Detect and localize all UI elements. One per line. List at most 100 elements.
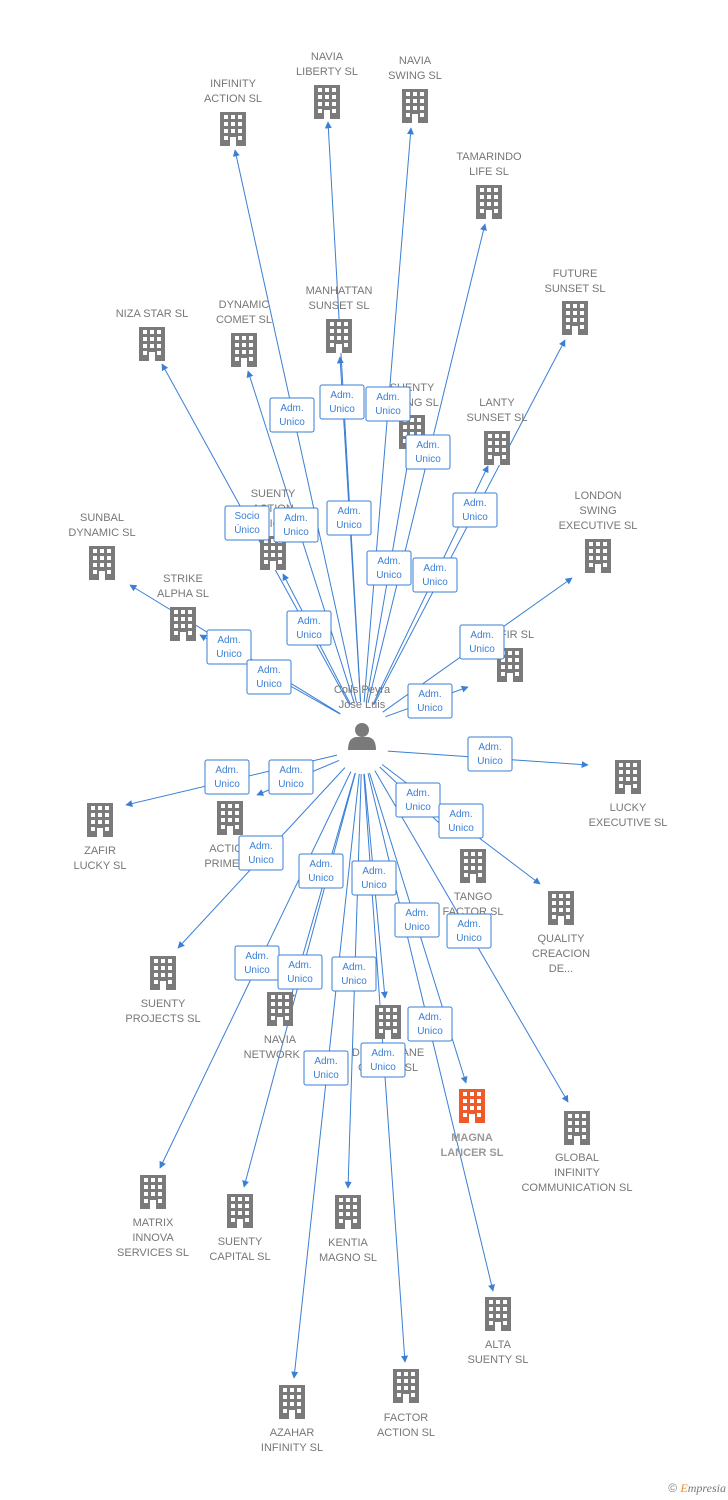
edge-label-delta-plane[interactable]: Adm.Unico — [351, 860, 397, 896]
company-name-line: ACTION SL — [377, 1427, 435, 1439]
company-name-line: NETWORK SL — [244, 1049, 317, 1061]
company-name-line: INNOVA — [132, 1232, 174, 1244]
edge-label-tango-factor[interactable]: Adm.Unico — [395, 782, 441, 818]
edge-label-text: Adm. — [337, 506, 360, 517]
company-name-line: QUALITY — [537, 933, 585, 945]
edge-label-tamarindo-life[interactable]: Adm.Unico — [405, 434, 451, 470]
edge-label-alta-suenty[interactable]: Adm.Unico — [407, 1006, 453, 1042]
edge-label-navia-network[interactable]: Adm.Unico — [298, 853, 344, 889]
edge-label-text: Adm. — [406, 788, 429, 799]
brand-name: mpresia — [687, 1481, 726, 1495]
building-icon — [220, 112, 246, 146]
edge-label-strike-alpha[interactable]: Adm.Unico — [246, 659, 292, 695]
edge-label-navia-liberty[interactable]: Adm.Unico — [319, 384, 365, 420]
edge-label-dynamic-comet[interactable]: Adm.Unico — [273, 507, 319, 543]
edge-label-manhattan-sunset[interactable]: Adm.Unico — [326, 500, 372, 536]
edge-label-text: Unico — [370, 1062, 396, 1073]
company-name-line: FUTURE — [553, 268, 598, 280]
edge-label-suenty-projects[interactable]: Adm.Unico — [238, 835, 284, 871]
edge-label-lanty-sunset[interactable]: Adm.Unico — [412, 557, 458, 593]
edge-label-suenty-capital[interactable]: Adm.Unico — [277, 954, 323, 990]
edge-label-box — [467, 736, 513, 772]
edge-label-text: Adm. — [280, 403, 303, 414]
company-name-line: SUENTY — [141, 998, 186, 1010]
brand-initial: E — [680, 1481, 688, 1495]
building-icon — [326, 319, 352, 353]
edge-label-quality-creacion[interactable]: Adm.Unico — [438, 803, 484, 839]
edge-label-suenty-action[interactable]: Adm.Unico — [286, 610, 332, 646]
edge-label-suenty-swing[interactable]: Adm.Unico — [366, 550, 412, 586]
edge-label-text: Unico — [283, 527, 309, 538]
company-node-suenty-projects[interactable]: SUENTY PROJECTS SL — [125, 956, 201, 1025]
company-name-line: MANHATTAN — [306, 285, 373, 297]
edge-label-action-prime[interactable]: Adm.Unico — [268, 759, 314, 795]
edge-label-lucky-executive[interactable]: Adm.Unico — [467, 736, 513, 772]
edge-label-box — [395, 782, 441, 818]
edge-label-magna-lancer[interactable]: Adm.Unico — [394, 902, 440, 938]
company-name-line: PROJECTS SL — [125, 1013, 200, 1025]
edge-label-london-swing[interactable]: Adm.Unico — [459, 624, 505, 660]
edge-label-box — [438, 803, 484, 839]
building-icon — [484, 431, 510, 465]
edge-label-global-infinity[interactable]: Adm.Unico — [446, 913, 492, 949]
company-node-niza-star[interactable]: NIZA STAR SL — [116, 308, 189, 361]
building-icon — [87, 803, 113, 837]
company-name-line: INFINITY — [554, 1167, 600, 1179]
company-name-line: CAPITAL SL — [209, 1251, 270, 1263]
edge-label-text: Unico — [278, 779, 304, 790]
edge-label-matrix-innova[interactable]: Adm.Unico — [234, 945, 280, 981]
edge-label-kentia-magno[interactable]: Adm.Unico — [331, 956, 377, 992]
edge-label-future-sunset[interactable]: Adm.Unico — [452, 492, 498, 528]
edge-label-infinity-action[interactable]: Adm.Unico — [269, 397, 315, 433]
building-icon — [615, 760, 641, 794]
edge-label-navia-swing[interactable]: Adm.Unico — [365, 386, 411, 422]
edge-label-text: Unico — [341, 976, 367, 987]
edge-label-text: Adm. — [377, 556, 400, 567]
company-name-line: AZAHAR — [270, 1427, 315, 1439]
company-name-line: SERVICES SL — [117, 1247, 189, 1259]
edge-label-sunbal-dynamic[interactable]: Adm.Unico — [206, 629, 252, 665]
edge-label-text: Unico — [313, 1070, 339, 1081]
edge-label-zafir[interactable]: Adm.Unico — [407, 683, 453, 719]
edge-label-text: Unico — [308, 873, 334, 884]
edge-label-zafir-lucky[interactable]: Adm.Unico — [204, 759, 250, 795]
edge-label-text: Unico — [477, 756, 503, 767]
edge-label-factor-action[interactable]: Adm.Unico — [360, 1042, 406, 1078]
company-name-line: LANTY — [479, 397, 515, 409]
copyright-symbol: © — [668, 1481, 678, 1495]
edge-label-box — [204, 759, 250, 795]
company-name-line: TANGO — [454, 891, 493, 903]
edge-label-azahar-infinity[interactable]: Adm.Unico — [303, 1050, 349, 1086]
company-name-line: LUCKY — [610, 802, 647, 814]
company-name-line: CREACION — [532, 948, 590, 960]
edge-label-text: Unico — [448, 823, 474, 834]
edge-label-text: Adm. — [463, 498, 486, 509]
company-node-quality-creacion[interactable]: QUALITYCREACIONDE... — [532, 891, 590, 975]
